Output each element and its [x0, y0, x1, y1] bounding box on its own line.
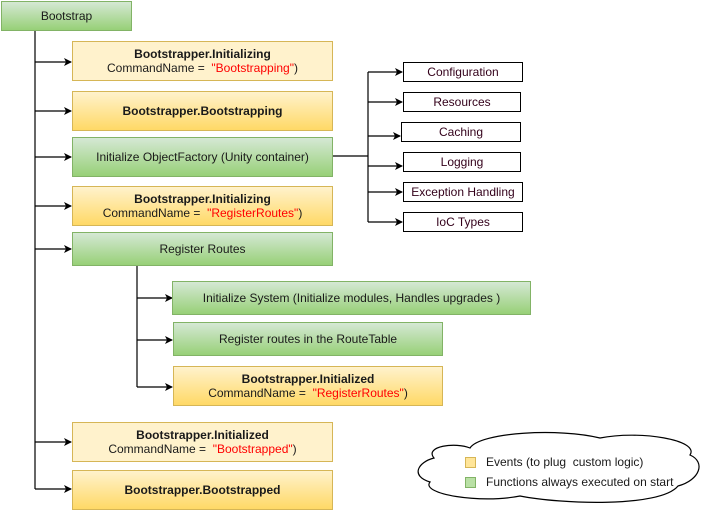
register-routes-node[interactable]: Register Routes: [72, 232, 333, 266]
caching-node[interactable]: Caching: [401, 122, 521, 142]
child-label: Caching: [438, 125, 484, 139]
logging-node[interactable]: Logging: [403, 152, 521, 172]
register-route-table-node[interactable]: Register routes in the RouteTable: [173, 322, 443, 356]
bootstrapped-node[interactable]: Bootstrapper.Bootstrapped: [72, 470, 333, 510]
command-suffix: ): [293, 61, 298, 75]
function-label: Register Routes: [159, 242, 246, 256]
command-prefix: CommandName =: [107, 61, 209, 75]
ioc-types-node[interactable]: IoC Types: [403, 212, 523, 232]
command-value: "RegisterRoutes": [312, 386, 404, 400]
events-swatch-icon: [465, 456, 476, 468]
command-prefix: CommandName =: [208, 386, 310, 400]
event-title: Bootstrapper.Bootstrapped: [124, 483, 281, 497]
command-suffix: ): [403, 386, 408, 400]
event-title: Bootstrapper.Initialized: [136, 428, 269, 442]
bootstrap-root-label: Bootstrap: [40, 9, 93, 23]
command-prefix: CommandName =: [102, 206, 204, 220]
command-value: "Bootstrapping": [211, 61, 294, 75]
event-title: Bootstrapper.Initializing: [134, 47, 271, 61]
child-label: Exception Handling: [411, 185, 515, 199]
initialized-bootstrapped-node[interactable]: Bootstrapper.Initialized CommandName = "…: [72, 422, 333, 462]
event-title: Bootstrapper.Initializing: [134, 192, 271, 206]
init-object-factory-node[interactable]: Initialize ObjectFactory (Unity containe…: [72, 137, 333, 177]
event-title: Bootstrapper.Initialized: [241, 372, 375, 386]
initializing-bootstrapping-node[interactable]: Bootstrapper.Initializing CommandName = …: [72, 41, 333, 81]
legend-cloud: [417, 431, 700, 503]
child-label: Logging: [440, 155, 484, 169]
command-prefix: CommandName =: [108, 442, 210, 456]
initialize-system-node[interactable]: Initialize System (Initialize modules, H…: [172, 281, 531, 315]
function-label: Initialize ObjectFactory (Unity containe…: [96, 150, 309, 164]
command-line: CommandName = "Bootstrapped"): [108, 442, 296, 456]
resources-node[interactable]: Resources: [403, 92, 521, 112]
child-label: Resources: [433, 95, 491, 109]
function-label: Register routes in the RouteTable: [218, 332, 398, 346]
functions-swatch-icon: [465, 476, 476, 488]
bootstrapping-node[interactable]: Bootstrapper.Bootstrapping: [72, 91, 333, 131]
command-line: CommandName = "Bootstrapping"): [107, 61, 298, 75]
function-label: Initialize System (Initialize modules, H…: [202, 291, 501, 305]
child-label: IoC Types: [436, 215, 490, 229]
legend-label: Events (to plug custom logic): [486, 455, 644, 469]
command-line: CommandName = "RegisterRoutes"): [208, 386, 408, 400]
child-label: Configuration: [427, 65, 499, 79]
event-title: Bootstrapper.Bootstrapping: [122, 104, 283, 118]
configuration-node[interactable]: Configuration: [403, 62, 523, 82]
command-value: "RegisterRoutes": [207, 206, 299, 220]
legend-label: Functions always executed on start: [486, 475, 674, 489]
exception-handling-node[interactable]: Exception Handling: [403, 182, 523, 202]
initialized-registerroutes-node[interactable]: Bootstrapper.Initialized CommandName = "…: [173, 366, 443, 406]
command-value: "Bootstrapped": [212, 442, 293, 456]
command-suffix: ): [298, 206, 303, 220]
legend-item-functions: Functions always executed on start: [465, 475, 673, 489]
command-line: CommandName = "RegisterRoutes"): [103, 206, 303, 220]
command-suffix: ): [292, 442, 297, 456]
initializing-registerroutes-node[interactable]: Bootstrapper.Initializing CommandName = …: [72, 186, 333, 226]
legend-item-events: Events (to plug custom logic): [465, 455, 643, 469]
bootstrap-root-node[interactable]: Bootstrap: [1, 1, 132, 31]
